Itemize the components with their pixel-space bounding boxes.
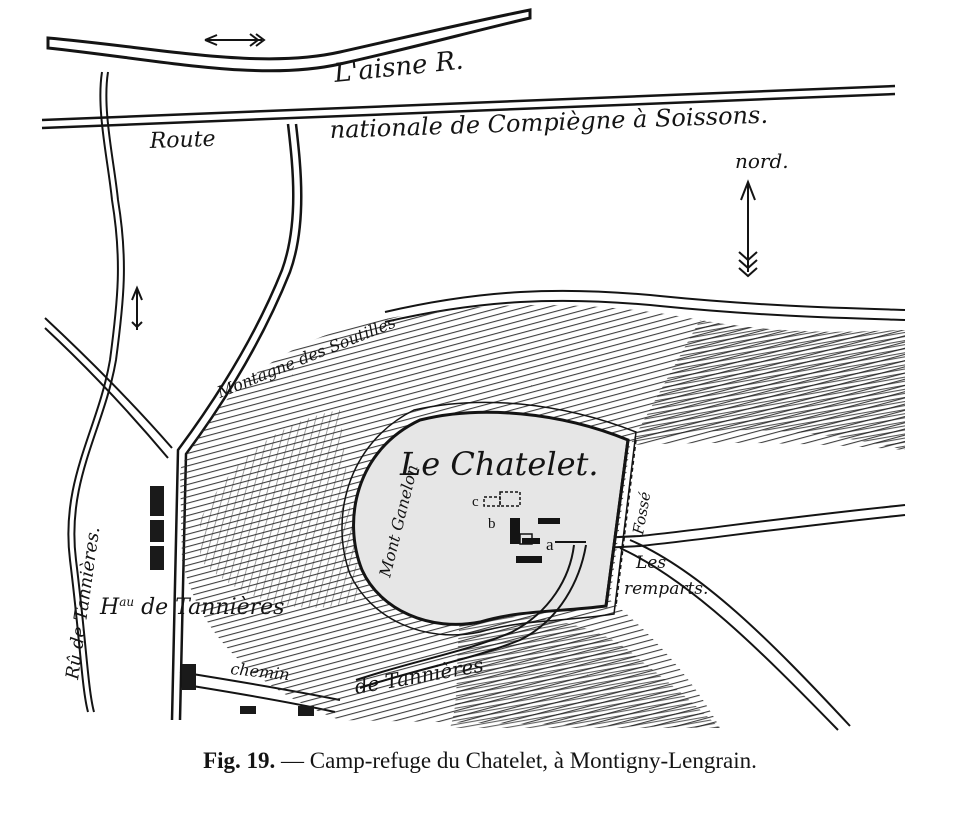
caption-dash: — xyxy=(275,748,310,773)
north-arrow-icon xyxy=(738,179,758,278)
letter-b: b xyxy=(488,516,496,532)
route-nationale xyxy=(41,84,896,122)
road-southeast xyxy=(629,539,851,727)
hamlet-buildings xyxy=(150,486,314,716)
flow-arrow-icon xyxy=(204,33,266,47)
aisne-river xyxy=(46,8,532,73)
north-label: nord. xyxy=(735,149,789,173)
small-arrow-icon xyxy=(131,285,143,330)
ruins-plan xyxy=(483,491,560,563)
remparts-label-1: Les xyxy=(635,553,666,573)
road-ridge-north xyxy=(384,289,906,313)
remparts-label-2: remparts. xyxy=(624,579,708,599)
road-to-route xyxy=(170,123,295,721)
fosse-label: Fossé xyxy=(629,490,654,536)
caption-text: Camp-refuge du Chatelet, à Montigny-Leng… xyxy=(309,748,757,773)
road-east xyxy=(554,504,906,541)
hamlet-label: Hau de Tannières xyxy=(99,595,284,620)
site-label: Le Chatelet. xyxy=(399,445,599,483)
crossing-path xyxy=(44,317,173,449)
road-label-route: Route xyxy=(148,127,216,154)
letter-a: a xyxy=(546,535,554,554)
figure-number: Fig. 19. xyxy=(203,748,276,773)
fosse-line xyxy=(604,439,630,607)
figure-caption: Fig. 19. — Camp-refuge du Chatelet, à Mo… xyxy=(0,748,960,774)
letter-c: c xyxy=(472,494,479,510)
stream-ru xyxy=(67,71,119,713)
plateau-chatelet xyxy=(352,410,630,626)
